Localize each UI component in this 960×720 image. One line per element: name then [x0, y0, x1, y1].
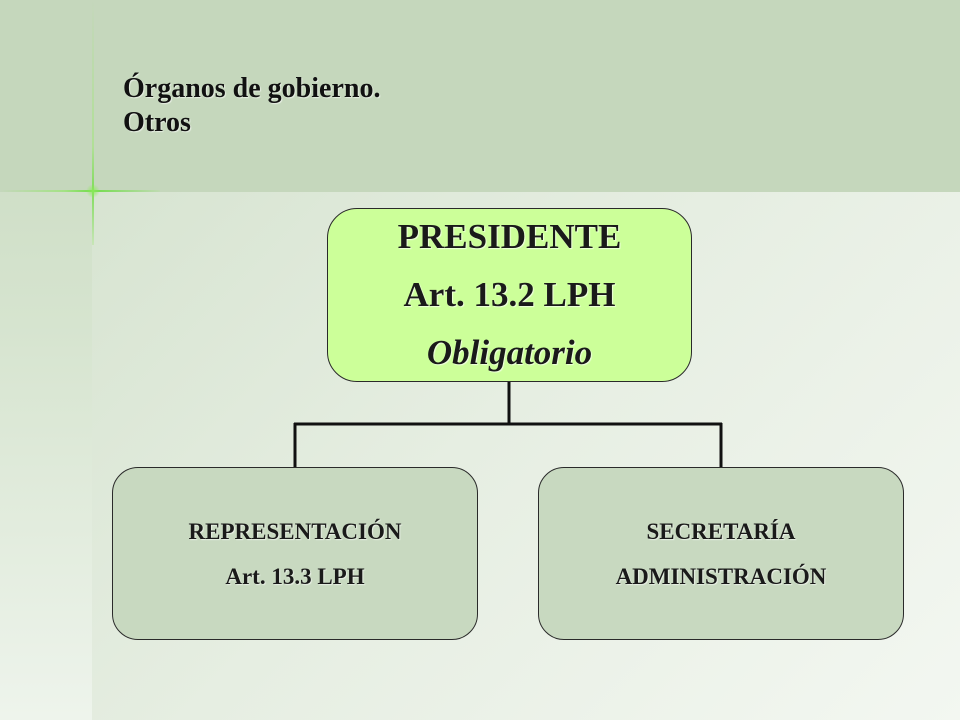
- slide-title: Órganos de gobierno. Otros: [123, 72, 380, 140]
- title-band: [0, 0, 960, 192]
- secretaria-title: SECRETARÍA: [646, 518, 796, 544]
- representacion-article: Art. 13.3 LPH: [225, 563, 365, 589]
- decorative-cross-vertical: [92, 0, 94, 245]
- president-article: Art. 13.2 LPH: [403, 275, 616, 314]
- org-node-representacion: REPRESENTACIÓN Art. 13.3 LPH: [112, 467, 478, 640]
- representacion-title: REPRESENTACIÓN: [188, 518, 402, 544]
- decorative-cross-horizontal: [0, 190, 160, 192]
- slide-title-line-2: Otros: [123, 107, 191, 138]
- president-title: PRESIDENTE: [397, 217, 622, 256]
- slide-title-line-1: Órganos de gobierno.: [123, 73, 381, 104]
- secretaria-subtitle: ADMINISTRACIÓN: [615, 563, 827, 589]
- org-node-president: PRESIDENTE Art. 13.2 LPH Obligatorio: [327, 208, 692, 382]
- president-requirement: Obligatorio: [426, 333, 593, 372]
- decorative-cross-glow: [86, 184, 100, 198]
- org-node-secretaria: SECRETARÍA ADMINISTRACIÓN: [538, 467, 904, 640]
